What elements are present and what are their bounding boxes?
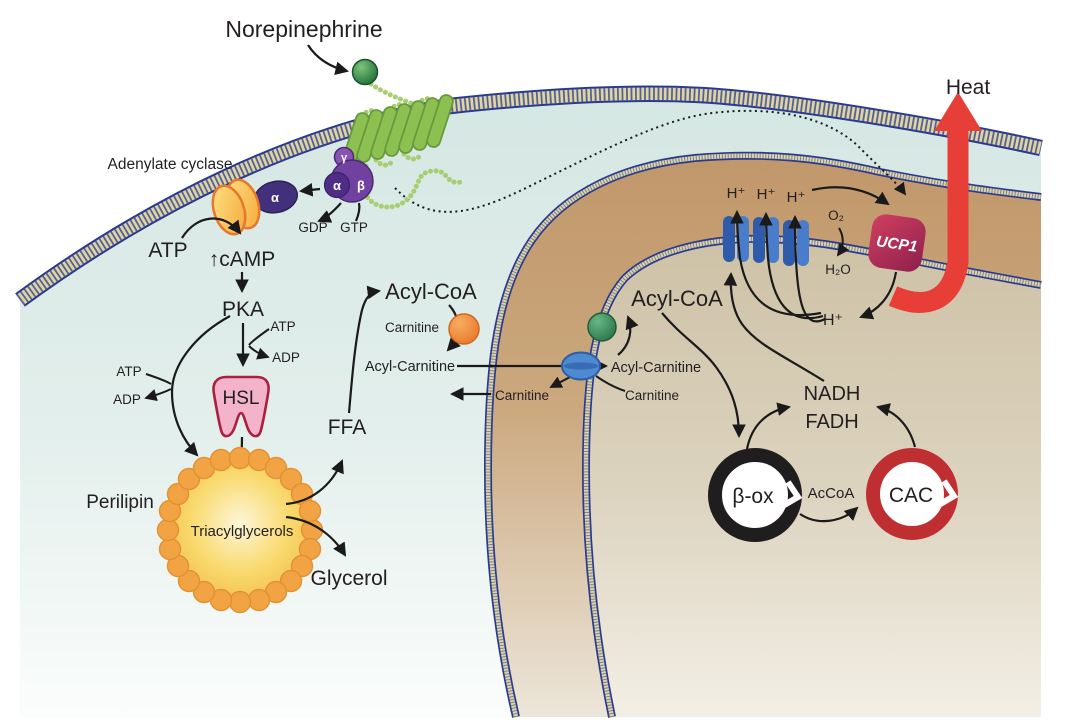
betaox-to-cac-arrow — [799, 506, 859, 523]
glycerol-label: Glycerol — [310, 567, 387, 590]
acyl-coa-cytosol-label: Acyl-CoA — [385, 279, 477, 304]
acyl-carnitine-cytosol-label: Acyl-Carnitine — [365, 359, 455, 375]
carnitine-translocase — [561, 351, 601, 381]
atp-left-label: ATP — [116, 364, 141, 379]
etc-complex-3 — [783, 220, 809, 266]
receptor-helices — [342, 94, 454, 166]
h-plus-matrix-label: H⁺ — [823, 312, 843, 329]
acylcarnitine-to-acylcoa-matrix-arrow — [617, 315, 639, 356]
proton-pump-arrow-1 — [730, 209, 822, 317]
triacylglycerols-label: Triacylglycerols — [191, 523, 294, 540]
translocase-to-carnitine-line — [595, 375, 626, 392]
citric-acid-cycle: CAC — [866, 448, 959, 540]
adenylate-cyclase-label: Adenylate cyclase — [108, 156, 233, 173]
g-protein-complex: γ α β — [323, 146, 374, 203]
carnitine-cytosol-label: Carnitine — [385, 320, 439, 335]
perilipin-bead-coat — [156, 446, 324, 614]
mitochondrial-matrix — [586, 238, 1041, 717]
ucp1-label: UCP1 — [875, 233, 918, 256]
norepinephrine-ligand-ball — [351, 58, 379, 86]
gdp-label: GDP — [298, 220, 327, 235]
ffa-label: FFA — [328, 416, 367, 439]
pka-label: PKA — [222, 298, 264, 321]
droplet-to-ffa-arrow — [285, 459, 344, 506]
beta-ox-label: β-ox — [732, 485, 774, 508]
fadh-label: FADH — [805, 411, 858, 433]
adp-fork-left — [144, 388, 172, 402]
h2o-label: H₂O — [825, 262, 851, 277]
heat-arrow-shaft — [888, 126, 969, 313]
cac-cycle-chevron — [935, 479, 959, 509]
ucp1-to-matrix-h-arrow — [859, 271, 898, 320]
gtp-binding-arrow — [354, 202, 361, 222]
h-plus-1-label: H⁺ — [727, 185, 746, 202]
proton-pump-arrow-3 — [788, 214, 826, 323]
beta-adrenergic-receptor — [342, 58, 464, 210]
hsl-enzyme: HSL — [212, 375, 270, 438]
g-alpha-label: α — [333, 178, 341, 193]
plasma-membrane — [15, 85, 1043, 307]
norepinephrine-label: Norepinephrine — [225, 16, 382, 42]
acyl-carnitine-matrix-label: Acyl-Carnitine — [611, 360, 701, 376]
alpha-dissociation-arrow — [298, 183, 321, 197]
nadh-to-etc-arrow — [723, 271, 825, 382]
translocase-carnitine-out-arrow — [549, 376, 571, 388]
g-gamma-label: γ — [341, 152, 348, 164]
betaox-to-nadh-arrow — [745, 402, 792, 450]
atp-fork-left — [145, 373, 172, 385]
g-alpha-subunit — [323, 171, 351, 199]
cac-to-nadh-arrow — [876, 403, 917, 448]
etc-complexes — [723, 216, 809, 266]
hsl-label: HSL — [223, 388, 260, 409]
o2-to-h2o-arrow — [836, 227, 850, 257]
gtp-label: GTP — [340, 220, 368, 235]
protons-to-ucp1-arrow — [811, 186, 890, 206]
adp-fork-right — [248, 345, 270, 360]
cpt1-enzyme-ball — [448, 313, 480, 345]
betaox-cycle-chevron — [779, 480, 803, 510]
cpt2-enzyme-ball — [587, 312, 617, 342]
g-beta-label: β — [357, 178, 365, 193]
heat-output: Heat — [888, 76, 991, 313]
atp-to-camp-arrow — [181, 217, 242, 239]
h-plus-3-label: H⁺ — [787, 189, 806, 206]
droplet-to-glycerol-arrow — [285, 515, 347, 557]
pka-to-perilipin-arrow — [170, 315, 231, 457]
outer-mitochondrial-membrane — [483, 151, 1042, 718]
h-plus-2-label: H⁺ — [757, 186, 776, 203]
cac-label: CAC — [889, 484, 933, 507]
beta-oxidation-cycle: β-ox — [708, 448, 803, 542]
acylcoa-to-betaox-arrow — [661, 312, 746, 439]
carnitine-exit-label: Carnitine — [495, 388, 549, 403]
sympathetic-signal-dotted-arrow — [394, 109, 907, 213]
atp-label: ATP — [148, 239, 187, 262]
acyl-coa-matrix-label: Acyl-CoA — [631, 286, 723, 311]
o2-label: O₂ — [828, 208, 844, 223]
carnitine-matrix-label: Carnitine — [625, 388, 679, 403]
camp-label: ↑cAMP — [209, 248, 276, 271]
g-alpha-free-label: α — [271, 190, 279, 205]
perilipin-label: Perilipin — [86, 492, 154, 513]
ffa-to-acylcoa-arrow — [347, 285, 382, 414]
nadh-label: NADH — [804, 383, 861, 405]
heat-arrow-head — [934, 92, 982, 131]
lipid-droplet: Triacylglycerols — [156, 446, 324, 614]
adp-right-label: ADP — [272, 350, 300, 365]
ucp1-protein: UCP1 — [868, 214, 926, 272]
adp-left-label: ADP — [113, 392, 141, 407]
triacylglycerol-core — [172, 462, 308, 598]
gdp-release-arrow — [317, 202, 342, 223]
proton-pump-arrow-2 — [759, 211, 824, 320]
atp-fork-right — [248, 328, 270, 346]
heat-label: Heat — [946, 76, 991, 99]
etc-complex-2 — [753, 217, 779, 263]
atp-right-label: ATP — [270, 319, 295, 334]
accoa-label: AcCoA — [808, 485, 855, 502]
norepinephrine-arrow — [307, 44, 349, 75]
